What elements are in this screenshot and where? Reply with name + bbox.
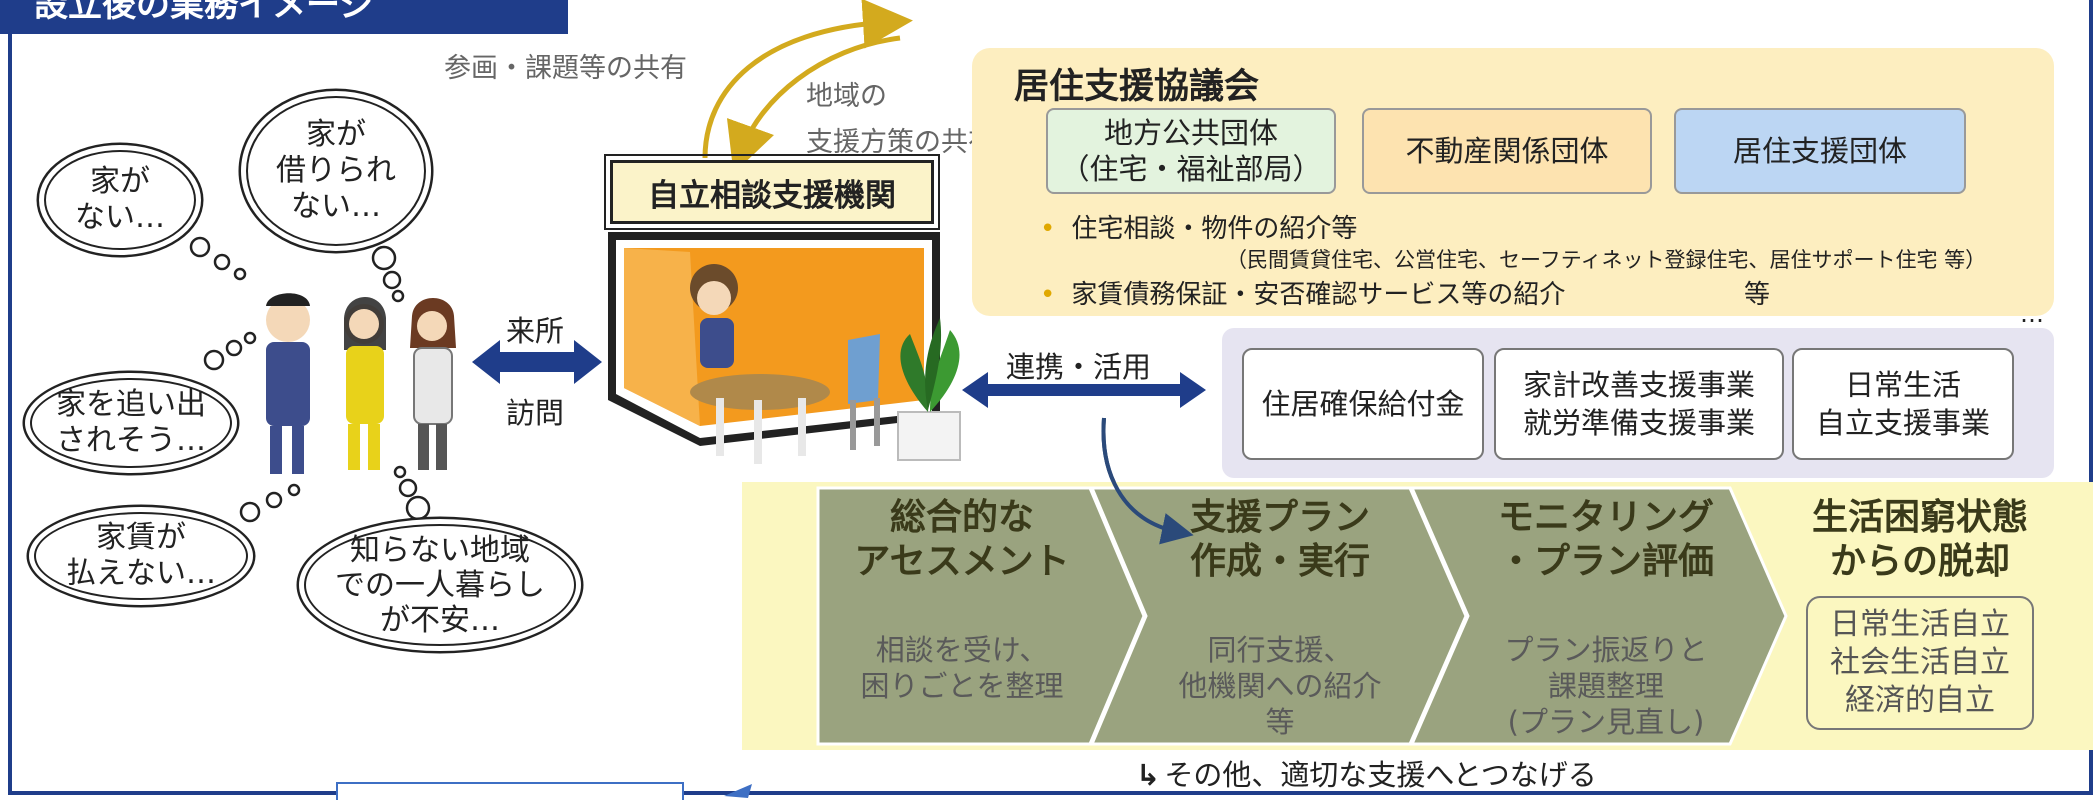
- member-label: 地方公共団体 （住宅・福祉部局）: [1060, 116, 1322, 186]
- thought-cloud-cannot-rent: 家が 借りられ ない…: [246, 96, 426, 246]
- thought-text: 家が ない…: [75, 164, 165, 235]
- counseling-room-illustration: [608, 232, 961, 464]
- coop-label: 連携・活用: [1006, 350, 1152, 384]
- council-bullet-1: •住宅相談・物件の紹介等: [1040, 214, 1358, 244]
- council-bullet-1-note: （民間賃貸住宅、公営住宅、セーフティネット登録住宅、居住サポート住宅 等）: [1226, 248, 1987, 272]
- step-2-chevron: [1089, 486, 1468, 746]
- council-title: 居住支援協議会: [1014, 67, 1260, 107]
- share-down-label: 地域の 支援方策の共有: [806, 81, 995, 158]
- step-3-title: モニタリング ・プラン評価: [1497, 497, 1714, 582]
- thought-text: 家が 借りられ ない…: [276, 117, 396, 224]
- step-1-desc: 相談を受け、 困りごとを整理: [860, 633, 1064, 703]
- program-label: 家計改善支援事業 就労準備支援事業: [1522, 368, 1755, 440]
- step-2-title: 支援プラン 作成・実行: [1189, 497, 1370, 582]
- visit-top-label: 来所: [506, 314, 565, 348]
- council-ellipsis: …: [2020, 300, 2044, 328]
- council-member-local-gov: 地方公共団体 （住宅・福祉部局）: [1046, 108, 1336, 194]
- step-3-chevron: [1409, 486, 1788, 746]
- council-bullet-2-tail: 等: [1744, 280, 1771, 310]
- footer-note-text: その他、適切な支援へとつなげる: [1164, 758, 1597, 792]
- bullet-text: 住宅相談・物件の紹介等: [1071, 214, 1358, 244]
- people-illustration: [266, 293, 456, 474]
- page-title: 設立後の業務イメージ: [0, 0, 568, 34]
- council-bullet-2: •家賃債務保証・安否確認サービス等の紹介: [1040, 280, 1566, 310]
- thought-cloud-alone: 知らない地域 での一人暮らし が不安…: [304, 524, 576, 646]
- thought-text: 家賃が 払えない…: [66, 520, 216, 591]
- thought-cloud-rent: 家賃が 払えない…: [34, 512, 248, 600]
- diagram-frame: [8, 0, 2093, 795]
- step-3-desc: プラン振返りと 課題整理 (プラン見直し): [1504, 633, 1708, 739]
- final-goal-title: 生活困窮状態 からの脱却: [1811, 497, 2028, 582]
- council-member-realestate: 不動産関係団体: [1362, 108, 1652, 194]
- program-label: 住居確保給付金: [1261, 387, 1465, 421]
- center-agency-text: 自立相談支援機関: [648, 177, 896, 214]
- share-up-label: 参画・課題等の共有: [444, 53, 687, 84]
- program-household-employment: 家計改善支援事業 就労準備支援事業: [1494, 348, 1784, 460]
- member-label: 不動産関係団体: [1405, 134, 1609, 168]
- thought-cloud-no-home: 家が ない…: [44, 150, 196, 250]
- program-label: 日常生活 自立支援事業: [1815, 368, 1990, 440]
- step-1-title: 総合的な アセスメント: [854, 497, 1070, 582]
- visit-bottom-label: 訪問: [506, 396, 565, 430]
- bottom-callout-box: [336, 782, 684, 800]
- program-housing-allowance: 住居確保給付金: [1242, 348, 1484, 460]
- thought-text: 家を追い出 されそう…: [56, 387, 206, 458]
- thought-cloud-evicted: 家を追い出 されそう…: [30, 378, 232, 468]
- bullet-text: 家賃債務保証・安否確認サービス等の紹介: [1071, 280, 1566, 310]
- final-goal-box: 日常生活自立 社会生活自立 経済的自立: [1806, 596, 2034, 730]
- center-agency-label: 自立相談支援機関: [604, 154, 940, 230]
- thought-trails: [189, 236, 431, 523]
- step-2-desc: 同行支援、 他機関への紹介 等: [1178, 633, 1382, 739]
- final-goal-items: 日常生活自立 社会生活自立 経済的自立: [1830, 607, 2010, 718]
- step-1-chevron: [816, 486, 1146, 746]
- council-member-support: 居住支援団体: [1674, 108, 1966, 194]
- program-daily-life: 日常生活 自立支援事業: [1792, 348, 2014, 460]
- member-label: 居住支援団体: [1732, 134, 1907, 168]
- return-arrow-icon: ↳: [1136, 758, 1161, 792]
- thought-text: 知らない地域 での一人暮らし が不安…: [335, 532, 545, 638]
- footer-note: ↳その他、適切な支援へとつなげる: [1136, 752, 1597, 794]
